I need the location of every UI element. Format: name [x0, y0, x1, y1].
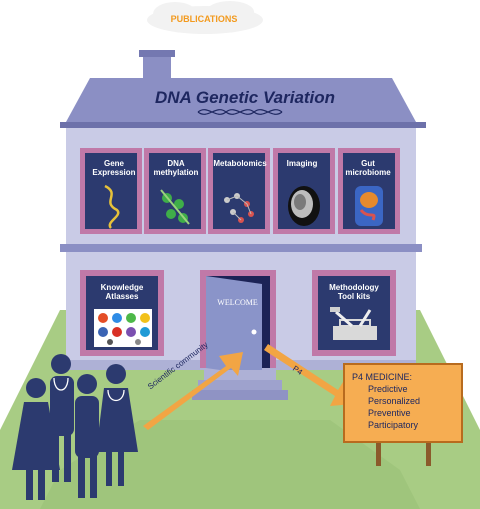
roof: [66, 78, 416, 122]
gut-icon: [355, 186, 383, 226]
chimney: [143, 54, 171, 80]
front-steps: [192, 370, 288, 400]
p4-item-participatory: Participatory: [368, 420, 419, 430]
cloud-icon: [147, 1, 263, 34]
window-label-gene-expression: Gene Expression: [92, 159, 136, 177]
p4-item-predictive: Predictive: [368, 384, 408, 394]
window-methylated-dna: [144, 148, 206, 234]
window-label-methodology-tool-kits: Methodology Tool kits: [329, 283, 379, 301]
toolbox-icon: [330, 307, 377, 340]
window-label-metabolomics: Metabolomics: [213, 159, 267, 168]
p4-item-personalized: Personalized: [368, 396, 421, 406]
arrow-scientific-community: [143, 352, 243, 430]
stethoscope-icon: [53, 377, 125, 402]
window-dna-helix: [80, 148, 142, 234]
window-brain-scan: [273, 148, 335, 234]
brain-scan-icon: [288, 186, 320, 226]
door: [200, 270, 276, 376]
door-sign: WELCOME: [217, 298, 258, 307]
window-knowledge-atlasses: [80, 270, 164, 356]
people-group-icon: [12, 354, 138, 500]
window-methodology-tool-kits: [312, 270, 396, 356]
p4-medicine-text: P4 MEDICINE: Predictive Personalized Pre…: [352, 371, 420, 431]
p4-item-preventive: Preventive: [368, 408, 411, 418]
methylated-dna-icon: [160, 189, 190, 225]
dna-helix-icon: [104, 184, 120, 229]
window-label-dna-methylation: DNA methylation: [153, 159, 199, 177]
window-label-knowledge-atlasses: Knowledge Atlasses: [100, 283, 144, 301]
window-label-imaging: Imaging: [286, 159, 318, 168]
window-gut: [338, 148, 400, 234]
window-label-gut-microbiome: Gut microbiome: [345, 159, 391, 177]
publications-label: PUBLICATIONS: [170, 14, 238, 24]
molecule-icon: [224, 193, 254, 223]
dna-helix-icon: [197, 109, 283, 115]
arrow-p4: [264, 344, 354, 406]
window-molecule: [208, 148, 270, 234]
p4-medicine-sign: [343, 363, 463, 466]
building-title: DNA Genetic Variation: [154, 88, 336, 107]
browser-logos-icon: [94, 309, 152, 347]
floor-ledge: [60, 244, 422, 252]
p4-heading: P4 MEDICINE:: [352, 372, 413, 382]
